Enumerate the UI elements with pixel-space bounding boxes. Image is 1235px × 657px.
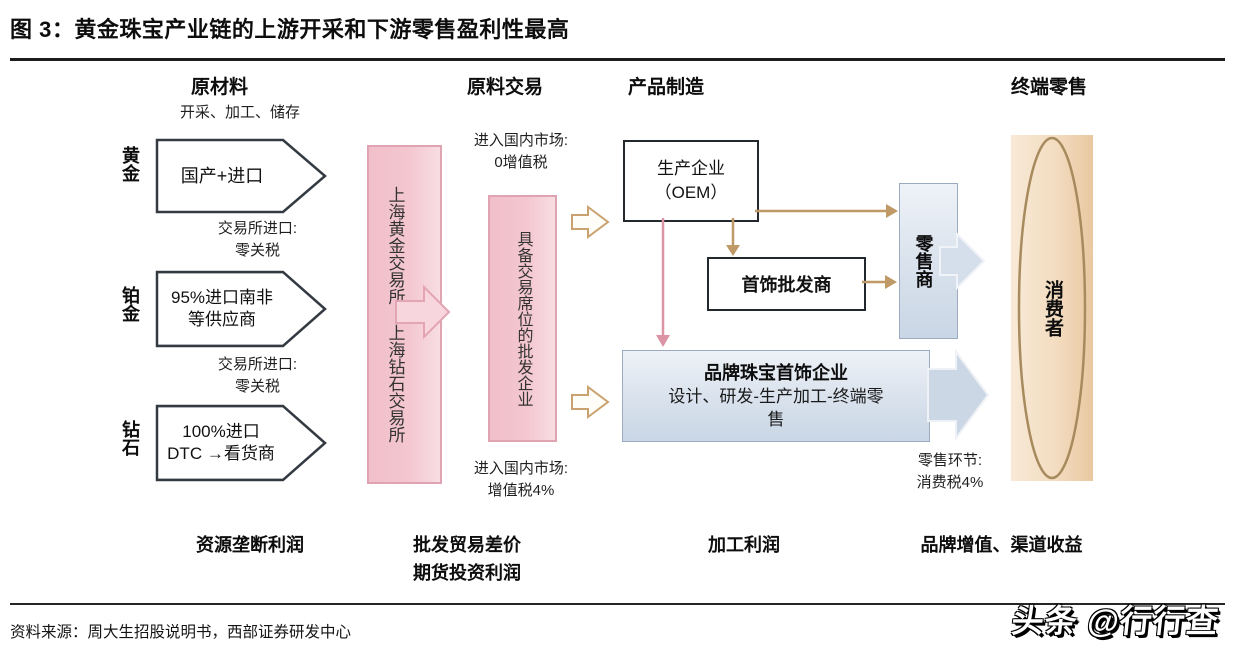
gold-source-label: 国产+进口: [180, 166, 264, 186]
exchange-box-label: 上海黄金交易所 上海钻石交易所: [385, 186, 405, 443]
profit-brand-channel: 品牌增值、渠道收益: [920, 535, 1083, 555]
title-divider: [10, 58, 1225, 61]
platinum-source-shape: 95%进口南非等供应商: [155, 270, 327, 348]
exchange-box: 上海黄金交易所 上海钻石交易所: [367, 145, 442, 484]
jewelry-wholesaler-label: 首饰批发商: [741, 275, 832, 295]
oem-box: 生产企业 （OEM）: [623, 140, 759, 222]
profit-resource: 资源垄断利润: [196, 535, 304, 555]
consumer-label: 消费者: [1042, 279, 1063, 337]
material-label-platinum: 铂金: [120, 286, 140, 322]
brand-enterprise-box: 品牌珠宝首饰企业 设计、研发-生产加工-终端零售: [622, 350, 930, 442]
gold-import-note: 交易所进口: 零关税: [180, 218, 335, 262]
diamond-source-shape: 100%进口 DTC →看货商: [155, 404, 327, 482]
market-note-bottom-line1: 进入国内市场:: [473, 460, 569, 477]
material-label-diamond: 钻石: [120, 420, 140, 456]
platinum-import-note-line2: 零关税: [234, 378, 280, 395]
gold-source-shape: 国产+进口: [155, 138, 327, 214]
jewelry-wholesaler-box: 首饰批发商: [707, 257, 866, 311]
oem-to-wholesaler-arrowhead-icon: [726, 245, 740, 256]
material-label-gold: 黄金: [120, 146, 140, 182]
retailer-box: 零售商: [899, 183, 958, 339]
retail-tax-note-line2: 消费税4%: [916, 474, 984, 491]
header-raw-trading: 原料交易: [467, 77, 544, 98]
profit-wholesale: 批发贸易差价 期货投资利润: [367, 531, 567, 587]
footer-divider: [10, 603, 1225, 605]
consumer-panel: 消费者: [1011, 135, 1093, 481]
platinum-import-note-line1: 交易所进口:: [217, 356, 298, 373]
figure-title: 图 3：黄金珠宝产业链的上游开采和下游零售盈利性最高: [10, 17, 570, 42]
header-terminal-retail: 终端零售: [1011, 77, 1088, 98]
market-note-top: 进入国内市场: 0增值税: [451, 130, 591, 174]
retail-tax-note-line1: 零售环节:: [917, 452, 983, 469]
diamond-source-label: 100%进口 DTC →看货商: [167, 422, 275, 463]
source-note: 资料来源：周大生招股说明书，西部证券研发中心: [10, 624, 352, 641]
profit-wholesale-line2: 期货投资利润: [413, 563, 521, 583]
brand-to-consumer-arrow-icon: [927, 348, 990, 442]
seat-wholesaler-label: 具备交易席位的批发企业: [514, 230, 532, 407]
market-note-bottom: 进入国内市场: 增值税4%: [451, 458, 591, 502]
wholesaler-to-retailer-arrowhead-icon: [885, 275, 897, 289]
market-note-top-line1: 进入国内市场:: [473, 132, 569, 149]
oem-to-brand-arrowhead-icon: [656, 335, 670, 347]
market-note-top-line2: 0增值税: [494, 154, 548, 171]
profit-processing: 加工利润: [708, 535, 780, 555]
retail-tax-note: 零售环节: 消费税4%: [900, 450, 1000, 494]
oem-label-line2: （OEM）: [654, 183, 728, 202]
oem-to-retailer-arrowhead-icon: [886, 204, 898, 218]
oem-label-line1: 生产企业: [657, 159, 725, 178]
pentagon-arrow-icon: [155, 404, 327, 482]
flow-arrow-to-oem-icon: [571, 205, 610, 239]
header-raw-material: 原材料: [191, 77, 249, 98]
process-note: 开采、加工、储存: [179, 104, 300, 121]
profit-wholesale-line1: 批发贸易差价: [413, 535, 521, 555]
pentagon-arrow-icon: [155, 138, 327, 214]
platinum-import-note: 交易所进口: 零关税: [180, 354, 335, 398]
gold-import-note-line1: 交易所进口:: [217, 220, 298, 237]
pentagon-arrow-icon: [155, 270, 327, 348]
header-manufacturing: 产品制造: [628, 77, 705, 98]
retailer-label: 零售商: [913, 234, 934, 288]
market-note-bottom-line2: 增值税4%: [487, 482, 555, 499]
consumer-ellipse-icon: [1017, 136, 1087, 480]
brand-enterprise-subtitle: 设计、研发-生产加工-终端零售: [668, 387, 884, 429]
seat-wholesaler-box: 具备交易席位的批发企业: [488, 195, 557, 442]
gold-import-note-line2: 零关税: [234, 242, 280, 259]
flow-arrow-to-brand-icon: [571, 385, 610, 419]
watermark: 头条 @行行查: [1009, 603, 1221, 639]
brand-enterprise-title: 品牌珠宝首饰企业: [704, 363, 848, 383]
platinum-source-label: 95%进口南非等供应商: [170, 288, 274, 329]
